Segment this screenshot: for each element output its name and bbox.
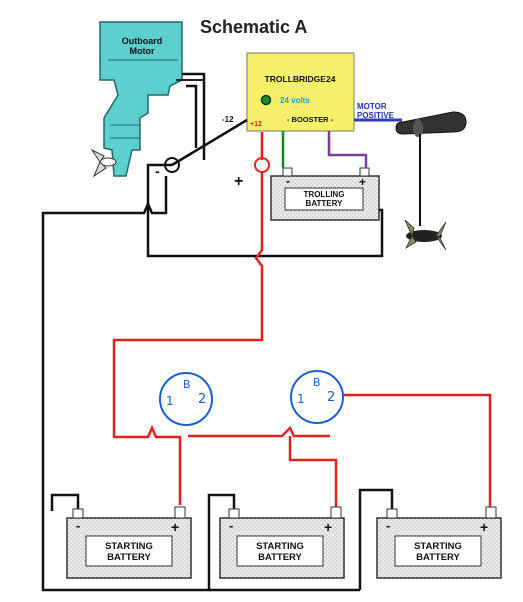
trolling-label-line2: BATTERY: [306, 199, 344, 208]
bridge-booster: - BOOSTER -: [287, 115, 334, 124]
bridge-neg-terminal: -12: [222, 115, 234, 124]
schematic-title: Schematic A: [200, 17, 307, 37]
trolling-motor: [395, 111, 467, 251]
purple-wire: [327, 131, 368, 168]
start-3-minus: -: [386, 518, 390, 533]
start-1-label-line2: BATTERY: [107, 552, 151, 563]
start-2-minus: -: [229, 518, 233, 533]
bridge-pos-terminal: +12: [250, 121, 262, 128]
trollbridge-box: TROLLBRIDGE24 24 volts - BOOSTER - -12 +…: [222, 52, 355, 132]
status-led-icon: [260, 94, 272, 106]
black-wires: [41, 72, 394, 592]
outboard-minus: -: [155, 163, 160, 179]
bridge-name: TROLLBRIDGE24: [265, 74, 336, 84]
switch-2-two: 2: [327, 390, 335, 405]
start-1-label-line1: STARTING: [105, 541, 153, 552]
start-2-label-line2: BATTERY: [258, 552, 302, 563]
positive-connector-icon: [254, 157, 270, 173]
start-1-plus: +: [171, 519, 179, 535]
trolling-minus: -: [286, 174, 290, 188]
red-wires: [112, 132, 492, 511]
battery-switch-1[interactable]: B 1 2: [159, 372, 213, 426]
motor-positive-line2: POSITIVE: [357, 111, 395, 120]
start-1-minus: -: [76, 518, 80, 533]
motor-positive-line1: MOTOR: [357, 102, 387, 111]
starting-battery-2: - + STARTING BATTERY: [219, 506, 345, 579]
battery-switch-2[interactable]: B 1 2: [290, 370, 344, 424]
start-3-label-line1: STARTING: [414, 541, 462, 552]
outboard-motor: Outboard Motor: [90, 21, 205, 178]
switch-1-one: 1: [166, 394, 174, 408]
start-2-label-line1: STARTING: [256, 541, 304, 552]
trolling-plus: +: [359, 175, 366, 189]
switch-2-one: 1: [297, 392, 305, 406]
start-3-label-line2: BATTERY: [416, 552, 460, 563]
trolling-label-line1: TROLLING: [304, 190, 345, 199]
switch-2-b: B: [313, 376, 321, 389]
start-2-plus: +: [324, 519, 332, 535]
bridge-voltage: 24 volts: [280, 96, 310, 105]
ground-connector-icon: [164, 157, 180, 173]
motor-label-line1: Outboard: [122, 36, 163, 46]
outboard-plus: +: [234, 173, 243, 190]
trolling-battery: - + TROLLING BATTERY: [270, 167, 380, 221]
starting-battery-1: - + STARTING BATTERY: [66, 506, 192, 579]
switch-1-b: B: [183, 378, 191, 391]
motor-label-line2: Motor: [130, 46, 155, 56]
start-3-plus: +: [480, 519, 488, 535]
starting-battery-3: - + STARTING BATTERY: [376, 506, 502, 579]
switch-1-two: 2: [198, 392, 206, 407]
